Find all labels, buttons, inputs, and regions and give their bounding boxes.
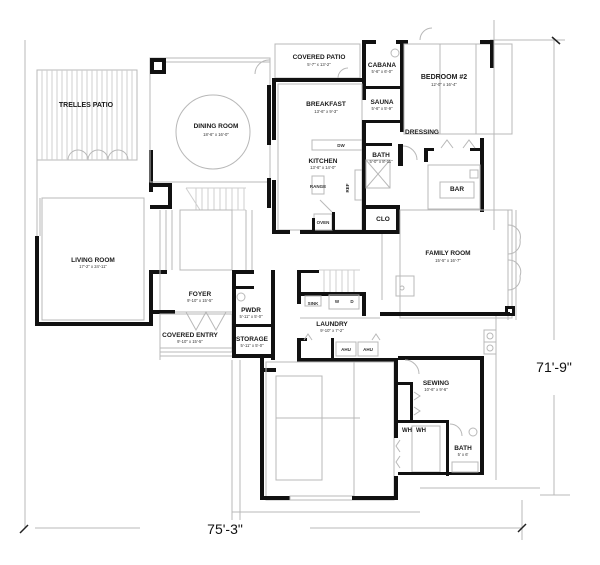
ahu-2-label: AHU [363,347,373,352]
north-wing [272,20,513,230]
dims-bath-2: 5' x 6' [458,452,469,457]
bath-dressing-area [362,120,484,234]
dims-bath-1: 5'-0" x 8'-11" [369,159,393,164]
label-pwdr: PWDR [241,307,261,314]
trelles-patio-area [36,69,138,161]
dining-room-area [149,57,271,209]
oven-label: OVEN [317,220,330,225]
range-label: RANGE [310,184,326,189]
label-bar: BAR [450,186,464,193]
label-dining-room: DINING ROOM [194,123,239,130]
water-heater-2-label: WH [416,428,426,434]
dims-family-room: 15'-5" x 16'-7" [435,258,461,263]
pwdr-storage-area [232,270,276,372]
label-bath-1: BATH [372,152,390,159]
label-foyer: FOYER [189,291,212,298]
dims-dining-room: 18'-6" x 16'-0" [203,132,229,137]
label-storage: STORAGE [236,336,269,343]
laundry-area [297,269,395,362]
label-trelles-patio: TRELLES PATIO [59,102,114,109]
label-covered-patio: COVERED PATIO [293,54,346,61]
room-labels: TRELLES PATIO DINING ROOM 18'-6" x 16'-0… [59,54,472,457]
dims-breakfast: 13'-6" x 9'-3" [314,109,338,114]
label-sewing: SEWING [423,380,449,387]
label-covered-entry: COVERED ENTRY [162,332,218,339]
garage-area [231,358,420,520]
dishwasher-label: DW [337,143,345,148]
sink-label: SINK [308,301,320,306]
label-family-room: FAMILY ROOM [425,250,470,257]
dims-cabana: 5'-6" x 6'-0" [371,69,393,74]
label-clo: CLO [376,216,390,223]
overall-width-label: 75'-3" [207,521,243,537]
label-kitchen: KITCHEN [309,158,338,165]
label-living-room: LIVING ROOM [71,257,115,264]
dims-storage: 5'-11" x 5'-0" [240,343,264,348]
dims-foyer: 9'-10" x 15'-5" [187,298,213,303]
overall-depth-label: 71'-9" [536,359,572,375]
label-laundry: LAUNDRY [316,321,348,328]
dims-covered-patio: 5'-7" x 13'-2" [307,62,331,67]
family-room-area [380,209,522,320]
foyer-area [153,187,253,360]
label-dressing: DRESSING [405,129,439,136]
dims-bedroom-2: 12'-0" x 16'-4" [431,82,457,87]
label-breakfast: BREAKFAST [306,101,346,108]
dims-pwdr: 5'-11" x 5'-0" [239,314,263,319]
dims-covered-entry: 9'-10" x 15'-5" [177,339,203,344]
dims-laundry: 9'-10" x 7'-2" [320,328,344,333]
label-cabana: CABANA [368,62,396,69]
dims-sewing: 10'-6" x 9'-6" [424,387,448,392]
dims-kitchen: 13'-6" x 14'-0" [310,165,336,170]
dimension-lines [19,36,570,540]
refrigerator-label: REF [345,183,350,192]
label-sauna: SAUNA [370,99,393,106]
water-heater-1-label: WH [402,428,412,434]
label-bath-2: BATH [454,445,472,452]
label-bedroom-2: BEDROOM #2 [421,74,467,81]
washer-label: W [335,299,340,304]
dims-sauna: 5'-6" x 5'-9" [371,106,393,111]
dims-living-room: 17'-2" x 24'-11" [79,264,107,269]
sewing-area [395,316,540,489]
living-room-area [35,150,167,326]
ahu-1-label: AHU [341,347,351,352]
fixture-labels: DW RANGE REF OVEN SINK W D AHU AHU WH WH [308,143,426,434]
dryer-label: D [350,299,354,304]
